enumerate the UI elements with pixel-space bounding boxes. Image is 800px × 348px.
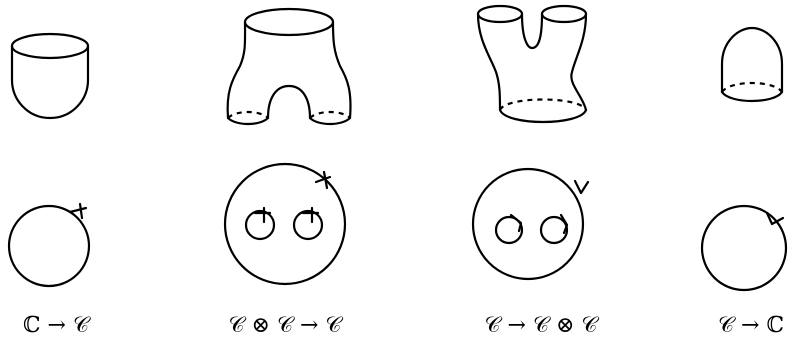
unit-circle (9, 204, 89, 286)
comultiplication-caption: 𝒞 → 𝒞 ⊗ 𝒞 (466, 312, 616, 340)
cap-surface (722, 28, 782, 101)
counit-circle (702, 206, 786, 290)
pants-comultiplication-surface (478, 6, 586, 122)
counit-caption: 𝒞 → ℂ (706, 312, 796, 340)
comultiplication-disk-diagram (473, 169, 588, 279)
pants-multiplication-surface (228, 9, 351, 124)
cup-surface (12, 34, 88, 118)
unit-caption: ℂ → 𝒞 (6, 312, 106, 340)
multiplication-disk-diagram (225, 164, 345, 284)
multiplication-caption: 𝒞 ⊗ 𝒞 → 𝒞 (210, 312, 360, 340)
